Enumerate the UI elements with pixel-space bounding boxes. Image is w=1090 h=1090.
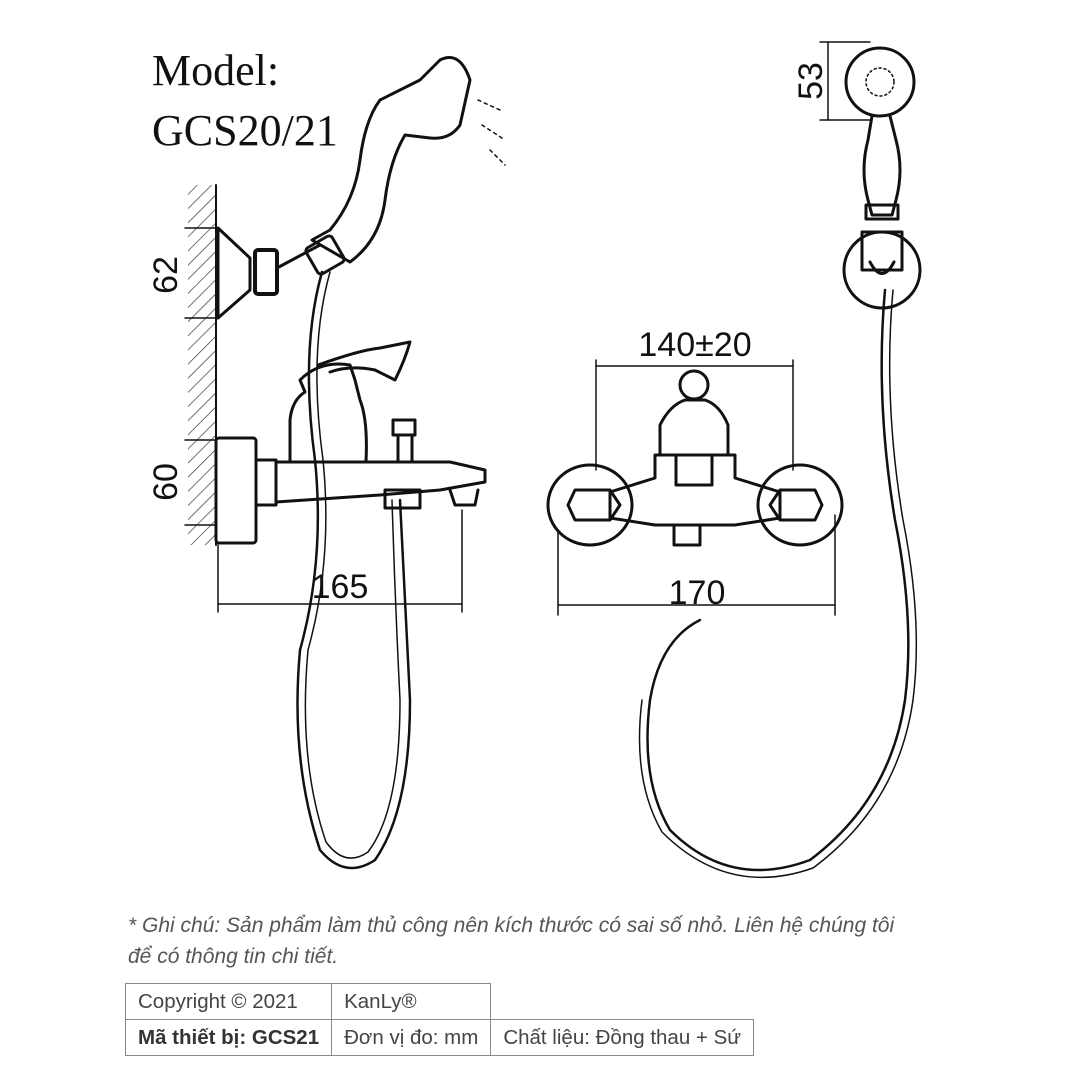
dimension-holder-height: 62 xyxy=(147,256,185,294)
dimension-side-width: 165 xyxy=(312,568,369,606)
technical-drawing: Model: GCS20/21 xyxy=(147,41,922,879)
front-mixer xyxy=(546,369,844,547)
front-hose xyxy=(646,288,910,872)
side-dimension-lines xyxy=(184,41,871,616)
dimension-head-diameter: 53 xyxy=(792,62,830,100)
device-code-cell: Mã thiết bị: GCS21 xyxy=(124,1019,333,1056)
product-info-table: Copyright © 2021 KanLy® Mã thiết bị: GCS… xyxy=(124,983,754,1056)
dimension-body-height: 60 xyxy=(147,463,185,501)
front-hand-shower xyxy=(842,46,922,310)
brand-cell: KanLy® xyxy=(331,983,492,1020)
model-label: Model: xyxy=(152,46,279,95)
side-mixer xyxy=(214,340,487,545)
copyright-cell: Copyright © 2021 xyxy=(124,983,333,1020)
unit-cell: Đơn vị đo: mm xyxy=(331,1019,492,1056)
material-cell: Chất liệu: Đồng thau + Sứ xyxy=(490,1019,754,1056)
side-hand-shower xyxy=(304,56,506,276)
dimension-front-width: 170 xyxy=(669,574,726,612)
table-row: Mã thiết bị: GCS21 Đơn vị đo: mm Chất li… xyxy=(124,1019,754,1056)
disclaimer-note: * Ghi chú: Sản phẩm làm thủ công nên kíc… xyxy=(128,914,895,968)
model-code: GCS20/21 xyxy=(152,106,338,155)
wall-section xyxy=(188,184,217,546)
side-holder xyxy=(216,226,322,320)
dimension-center-spacing: 140±20 xyxy=(638,326,751,364)
side-hose xyxy=(296,270,412,870)
empty-cell xyxy=(490,983,754,1020)
table-row: Copyright © 2021 KanLy® xyxy=(124,983,754,1020)
